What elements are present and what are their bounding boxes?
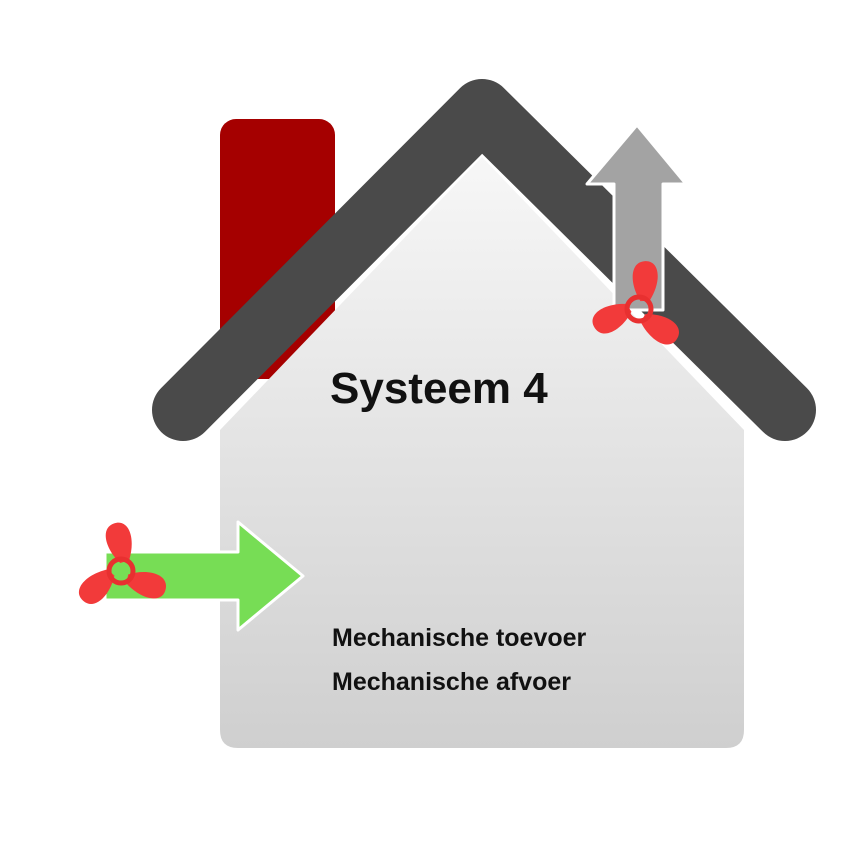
intake-fan-icon (73, 521, 171, 609)
exhaust-fan-icon (588, 259, 685, 351)
supply-arrow (103, 520, 305, 632)
roof (152, 79, 816, 441)
exhaust-label: Mechanische afvoer (332, 668, 571, 696)
exhaust-arrow (585, 123, 688, 312)
supply-label: Mechanische toevoer (332, 624, 587, 652)
diagram-title: Systeem 4 (330, 364, 548, 413)
